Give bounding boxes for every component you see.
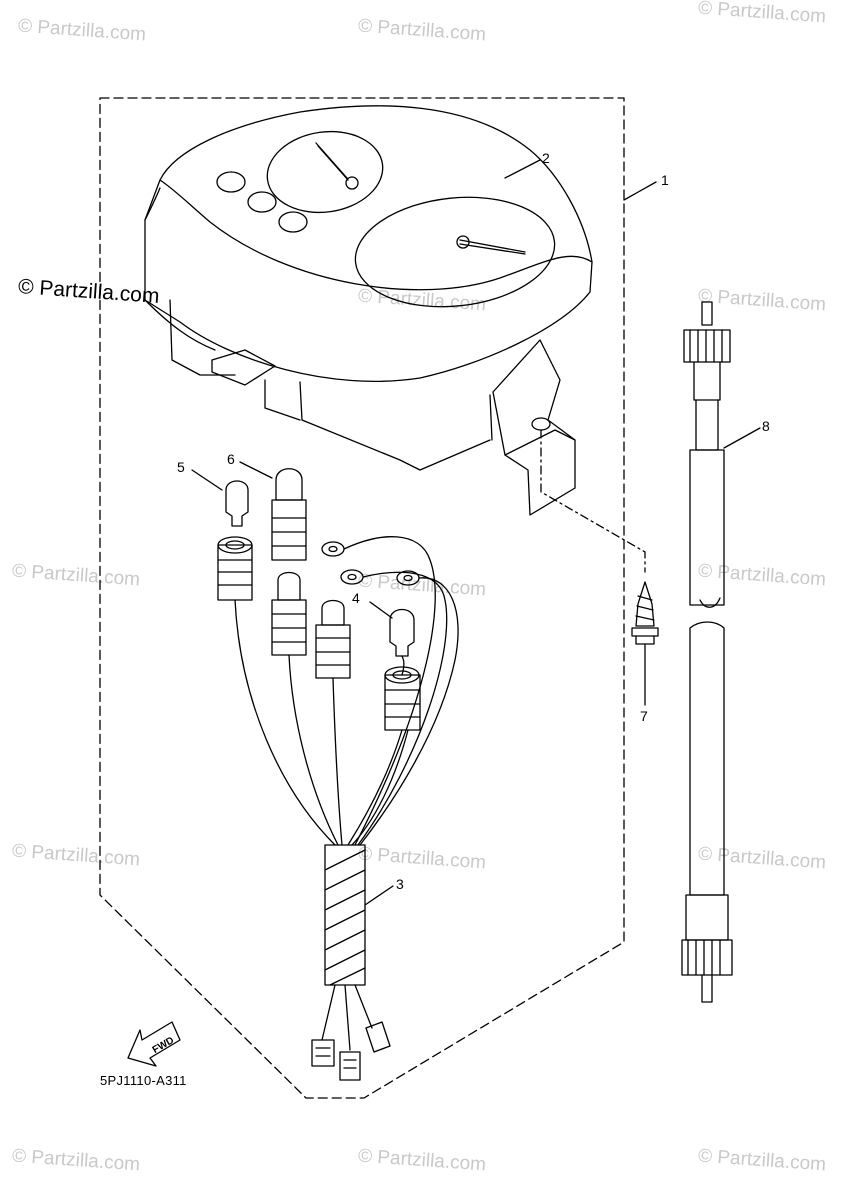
meter-assembly [144,105,593,516]
callout-3: 3 [396,876,404,892]
meter-cable [681,301,733,1003]
callout-leader [191,469,223,491]
diagram-code: 5PJ1110-A311 [100,1073,187,1088]
callout-8: 8 [762,418,770,434]
fwd-arrow [127,1021,181,1067]
callout-1: 1 [661,172,669,188]
callout-7: 7 [640,708,648,724]
callout-leader [723,427,761,449]
callout-leader [504,159,541,179]
callout-leader [369,601,393,619]
wire-harness [217,468,459,1081]
callout-leader [364,885,394,906]
assembly-boundary [99,97,625,1099]
callout-6: 6 [227,451,235,467]
callout-4: 4 [352,590,360,606]
callout-5: 5 [177,459,185,475]
callout-leader [623,181,657,201]
callout-2: 2 [542,150,550,166]
screw [631,581,659,645]
callout-leader [239,461,273,479]
